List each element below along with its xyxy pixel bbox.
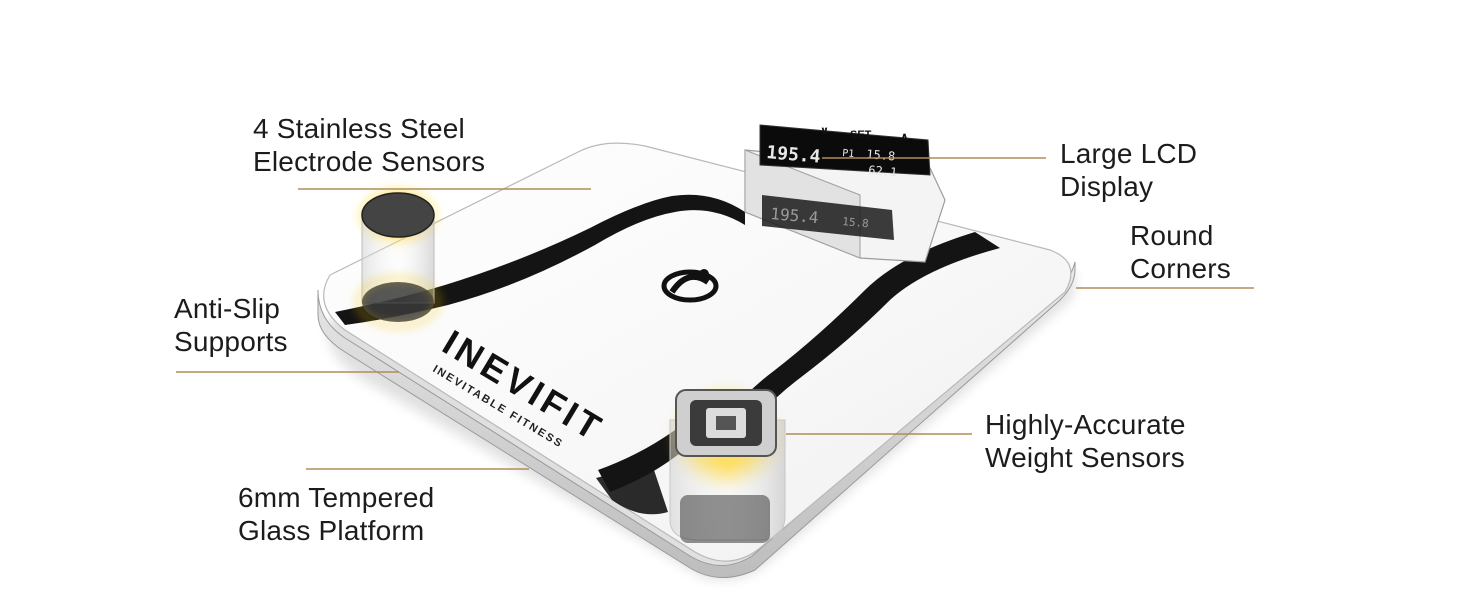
callout-electrode-sensors: 4 Stainless Steel Electrode Sensors xyxy=(253,112,485,178)
lcd-screen xyxy=(759,124,931,176)
electrode-disc-icon xyxy=(361,192,435,238)
callout-weight-line1: Highly-Accurate xyxy=(985,409,1186,440)
stripe-left xyxy=(335,194,745,325)
callout-weight-sensors: Highly-Accurate Weight Sensors xyxy=(985,408,1186,474)
lcd-profile-reading: P1 xyxy=(842,148,855,160)
weight-sensor xyxy=(668,385,786,543)
callout-weight-line2: Weight Sensors xyxy=(985,442,1185,473)
callout-tempered-glass: 6mm Tempered Glass Platform xyxy=(238,481,434,547)
lcd-screen-reflection xyxy=(762,195,894,240)
lcd-fat-reading: 15.8 xyxy=(866,147,896,163)
glass-edge xyxy=(317,261,1076,579)
runner-logo-icon xyxy=(661,269,719,303)
lcd-weight-reflection: 195.4 xyxy=(770,204,820,227)
electrode-sensor xyxy=(356,186,440,328)
callout-glass-line2: Glass Platform xyxy=(238,515,425,546)
lcd-set-button: SET xyxy=(850,129,872,141)
callout-lcd-display: Large LCD Display xyxy=(1060,137,1197,203)
lcd-display-unit: ∨ SET ∧ 195.4 P1 15.8 62.1 195.4 15.8 xyxy=(744,124,946,263)
lcd-water-reading: 62.1 xyxy=(868,163,898,179)
callout-supports-line2: Supports xyxy=(174,326,288,357)
callout-corners-line2: Corners xyxy=(1130,253,1231,284)
callout-round-corners: Round Corners xyxy=(1130,219,1231,285)
callout-electrode-line2: Electrode Sensors xyxy=(253,146,486,177)
callout-lcd-line1: Large LCD xyxy=(1060,138,1198,169)
stripe-bottom-lower xyxy=(596,458,668,515)
callout-electrode-line1: 4 Stainless Steel xyxy=(253,113,465,144)
callout-supports-line1: Anti-Slip xyxy=(174,293,281,324)
callout-anti-slip-supports: Anti-Slip Supports xyxy=(174,292,288,358)
lcd-down-button: ∨ xyxy=(820,125,829,137)
leader-lines xyxy=(176,157,1254,470)
lcd-weight-reading: 195.4 xyxy=(766,142,822,168)
lcd-fat-reflection: 15.8 xyxy=(842,215,870,230)
callout-corners-line1: Round xyxy=(1130,220,1214,251)
lcd-up-button: ∧ xyxy=(900,131,909,143)
callout-lcd-line2: Display xyxy=(1060,171,1154,202)
callout-glass-line1: 6mm Tempered xyxy=(238,482,435,513)
